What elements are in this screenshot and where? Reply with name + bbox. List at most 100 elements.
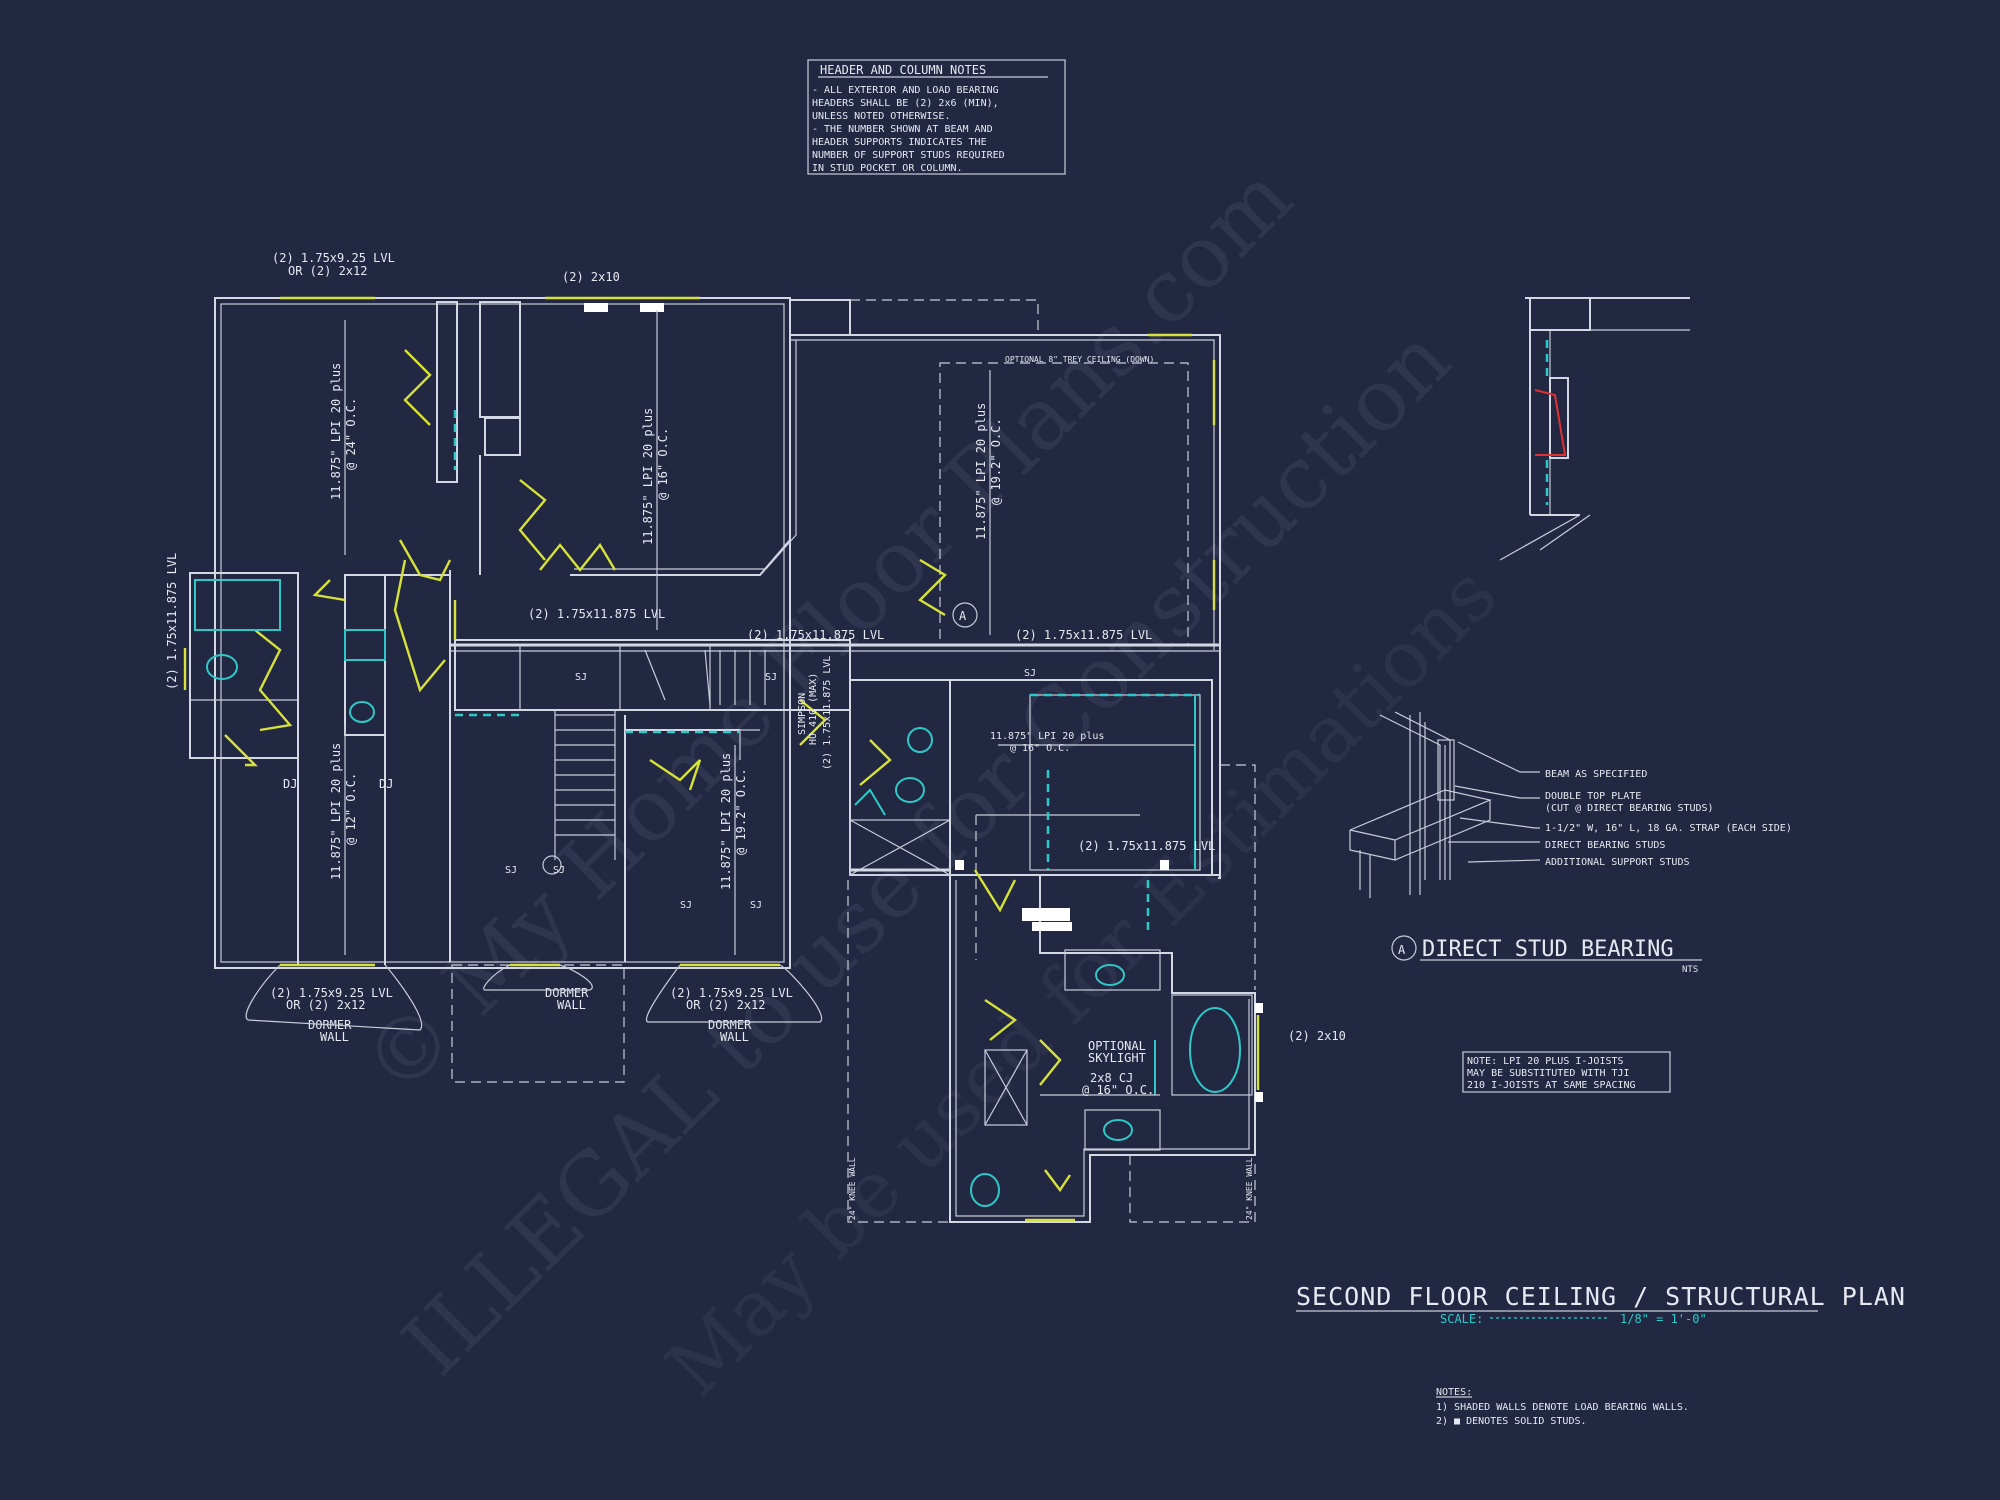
fireplace-detail <box>1499 297 1690 561</box>
bathtub-icon <box>194 579 281 631</box>
fireplace-icon <box>1534 389 1567 456</box>
notes-line: - ALL EXTERIOR AND LOAD BEARING <box>812 85 999 96</box>
detail-callout: 1-1/2" W, 16" L, 18 GA. STRAP (EACH SIDE… <box>1545 823 1792 834</box>
detail-callout: DIRECT BEARING STUDS <box>1545 840 1665 851</box>
sj-label: SJ <box>765 672 777 683</box>
beam-label: (2) 1.75x11.875 LVL <box>822 656 833 770</box>
detail-marker-letter: A <box>1398 943 1406 957</box>
notes-line: HEADER SUPPORTS INDICATES THE <box>812 137 987 148</box>
dj-label: DJ <box>283 777 297 791</box>
notes-line: UNLESS NOTED OTHERWISE. <box>812 111 950 122</box>
dormer-header-label: OR (2) 2x12 <box>686 998 765 1012</box>
joist-label: 11.875" LPI 20 plus <box>990 731 1104 742</box>
header-label: (2) 2x10 <box>562 270 620 284</box>
sj-label: SJ <box>575 672 587 683</box>
note-line: NOTE: LPI 20 PLUS I-JOISTS <box>1467 1056 1624 1067</box>
section-marker <box>952 602 978 628</box>
beam-label: (2) 1.75x11.875 LVL <box>528 607 665 621</box>
dormer-leaders <box>245 964 823 1031</box>
sj-label: SJ <box>1024 668 1036 679</box>
plan-labels: (2) 1.75x9.25 LVL OR (2) 2x12 (2) 2x10 1… <box>165 251 1346 1220</box>
stair-treads <box>542 649 766 875</box>
sink-icon <box>344 629 386 661</box>
notes-line: 2) ■ DENOTES SOLID STUDS. <box>1436 1416 1587 1427</box>
toilet-icon <box>206 654 238 680</box>
dormer-wall-label: WALL <box>320 1030 349 1044</box>
dormer-header-label: (2) 1.75x9.25 LVL <box>670 986 793 1000</box>
notes-box-title: HEADER AND COLUMN NOTES <box>820 63 986 77</box>
beam-label: (2) 1.75x11.875 LVL <box>1078 839 1215 853</box>
joist-label: 11.875" LPI 20 plus <box>974 403 988 540</box>
knee-wall-label: 24" KNEE WALL <box>848 1157 857 1220</box>
trey-ceiling-label: OPTIONAL 8" TREY CEILING (DOWN) <box>1005 355 1154 364</box>
detail-nts: NTS <box>1682 965 1698 975</box>
sj-label: SJ <box>680 900 692 911</box>
toilet-icon <box>895 777 925 803</box>
joist-spacing-label: @ 19.2" O.C. <box>734 768 748 855</box>
hanger-label: SIMPSON <box>797 693 808 735</box>
joist-label: 11.875" LPI 20 plus <box>329 743 343 880</box>
load-bearing-walls <box>183 296 1260 1222</box>
notes-line: NUMBER OF SUPPORT STUDS REQUIRED <box>812 150 1005 161</box>
header-label: (2) 2x10 <box>1288 1029 1346 1043</box>
detail-marker <box>1391 935 1417 961</box>
sheet-title: SECOND FLOOR CEILING / STRUCTURAL PLAN <box>1296 1282 1906 1311</box>
joist-label: 11.875" LPI 20 plus <box>329 363 343 500</box>
trey-ceiling-outline <box>939 362 1189 646</box>
notes-box-border <box>807 59 1066 175</box>
notes-line: IN STUD POCKET OR COLUMN. <box>812 163 963 174</box>
fixtures <box>194 410 1241 1207</box>
sink-icon <box>1103 1119 1133 1141</box>
header-column-notes: HEADER AND COLUMN NOTES - ALL EXTERIOR A… <box>807 59 1066 175</box>
header-label: OR (2) 2x12 <box>288 264 367 278</box>
ceiling-joist-label: @ 16" O.C. <box>1082 1083 1154 1097</box>
joist-substitution-note: NOTE: LPI 20 PLUS I-JOISTS MAY BE SUBSTI… <box>1462 1051 1671 1093</box>
sj-label: SJ <box>553 865 565 876</box>
sheet-notes: NOTES: 1) SHADED WALLS DENOTE LOAD BEARI… <box>1436 1387 1689 1427</box>
ceiling-joist-label: 2x8 CJ <box>1090 1071 1133 1085</box>
skylight-label: OPTIONAL <box>1088 1039 1146 1053</box>
detail-callout: ADDITIONAL SUPPORT STUDS <box>1545 857 1690 868</box>
sj-label: SJ <box>750 900 762 911</box>
detail-direct-stud-bearing: BEAM AS SPECIFIED DOUBLE TOP PLATE (CUT … <box>1349 711 1792 975</box>
detail-callout: BEAM AS SPECIFIED <box>1545 769 1647 780</box>
soaking-tub-icon <box>1189 1007 1241 1093</box>
note-line: MAY BE SUBSTITUTED WITH TJI <box>1467 1068 1630 1079</box>
dormer-header-label: (2) 1.75x9.25 LVL <box>270 986 393 1000</box>
joist-label: 11.875" LPI 20 plus <box>641 408 655 545</box>
knee-wall-label: 24" KNEE WALL <box>1245 1157 1254 1220</box>
toilet-icon <box>970 1173 1000 1207</box>
dormer-header-label: OR (2) 2x12 <box>286 998 365 1012</box>
beam-label: (2) 1.75x11.875 LVL <box>1015 628 1152 642</box>
note-line: 210 I-JOISTS AT SAME SPACING <box>1467 1080 1636 1091</box>
joist-span-lines <box>344 310 1195 1096</box>
notes-line: HEADERS SHALL BE (2) 2x6 (MIN), <box>812 98 999 109</box>
notes-heading: NOTES: <box>1436 1387 1472 1398</box>
joist-spacing-label: @ 12" O.C. <box>344 773 358 845</box>
sink-icon <box>349 701 375 723</box>
detail-callout: DOUBLE TOP PLATE <box>1545 791 1641 802</box>
beam-label: (2) 1.75x11.875 LVL <box>165 553 179 690</box>
joist-label: 11.875" LPI 20 plus <box>719 753 733 890</box>
joist-spacing-label: @ 16" O.C. <box>1010 743 1070 754</box>
scale-value: 1/8" = 1'-0" <box>1620 1312 1707 1326</box>
hanger-label: HU 410 (MAX) <box>808 673 819 745</box>
scale-label: SCALE: <box>1440 1312 1483 1326</box>
sink-icon <box>907 727 933 753</box>
beam-label: (2) 1.75x11.875 LVL <box>747 628 884 642</box>
dj-label: DJ <box>379 777 393 791</box>
solid-studs <box>584 303 1263 1102</box>
sink-icon <box>1095 964 1125 986</box>
notes-line: 1) SHADED WALLS DENOTE LOAD BEARING WALL… <box>1436 1402 1689 1413</box>
joist-spacing-label: @ 16" O.C. <box>656 428 670 500</box>
sj-label: SJ <box>505 865 517 876</box>
detail-title: DIRECT STUD BEARING <box>1422 937 1674 962</box>
joist-spacing-label: @ 19.2" O.C. <box>989 418 1003 505</box>
detail-callout: (CUT @ DIRECT BEARING STUDS) <box>1545 803 1714 814</box>
skylight-label: SKYLIGHT <box>1088 1051 1146 1065</box>
joist-spacing-label: @ 24" O.C. <box>344 398 358 470</box>
header-label: (2) 1.75x9.25 LVL <box>272 251 395 265</box>
dormer-wall-label: WALL <box>557 998 586 1012</box>
section-marker-letter: A <box>959 609 967 623</box>
